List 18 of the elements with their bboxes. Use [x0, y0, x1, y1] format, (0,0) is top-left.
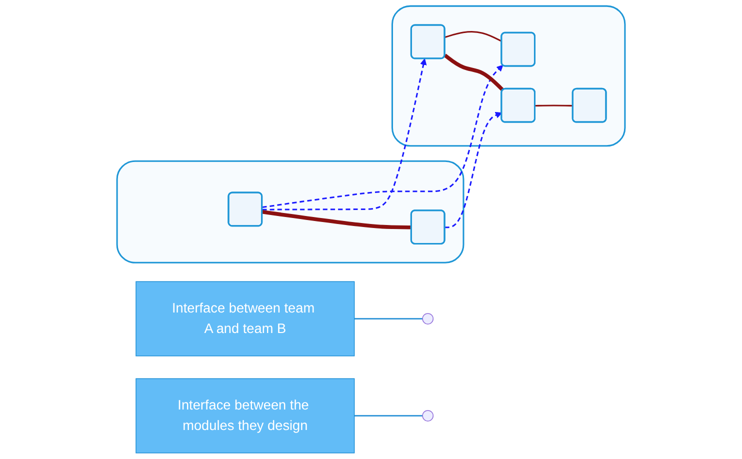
leader-line — [354, 318, 423, 320]
leader-line — [354, 415, 423, 417]
interface-line — [262, 210, 412, 230]
interface-line — [535, 104, 574, 106]
module-box — [500, 88, 536, 123]
module-box — [572, 88, 607, 123]
arrow — [262, 64, 504, 208]
module-box — [500, 32, 536, 67]
module-box — [228, 192, 263, 227]
module-box — [410, 210, 446, 244]
callout-box: Interface between team A and team B — [136, 281, 355, 356]
team-group-box — [116, 160, 464, 264]
callout-box: Interface between the modules they design — [136, 378, 355, 454]
interface-line — [444, 54, 504, 92]
interface-line — [444, 31, 502, 42]
module-box — [410, 24, 446, 60]
arrow — [444, 112, 502, 228]
arrow — [262, 58, 427, 210]
